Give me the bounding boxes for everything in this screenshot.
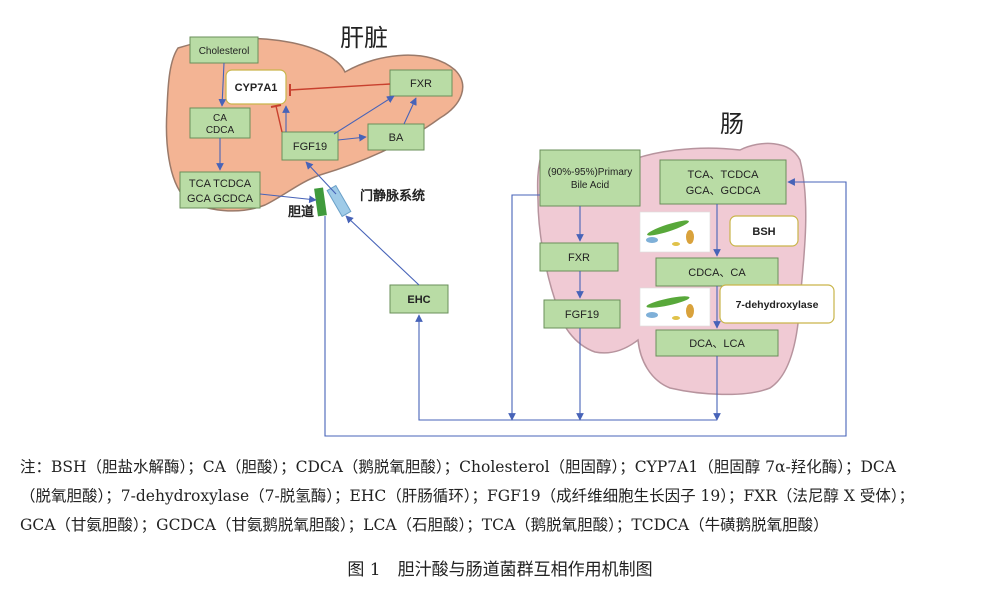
svg-text:TCA、TCDCA: TCA、TCDCA (688, 169, 760, 181)
svg-text:CDCA: CDCA (206, 125, 235, 136)
node-dehydroxylase: 7-dehydroxylase (719, 284, 835, 324)
line-return-to-ehc (415, 314, 717, 421)
node-ba: BA (367, 123, 425, 151)
node-ehc: EHC (389, 284, 449, 314)
liver-title: 肝脏 (340, 24, 388, 52)
svg-text:FGF19: FGF19 (565, 309, 599, 321)
svg-text:Bile Acid: Bile Acid (571, 180, 609, 191)
intestine-title: 肠 (720, 110, 744, 138)
bile-duct-label: 胆道 (288, 204, 314, 220)
svg-text:GCA、GCDCA: GCA、GCDCA (686, 185, 761, 197)
legend-line-2: （脱氧胆酸）；7-dehydroxylase（7-脱氢酶）；EHC（肝肠循环）；… (20, 487, 915, 505)
svg-text:(90%-95%)Primary: (90%-95%)Primary (548, 167, 632, 178)
inhibit-bar-2 (270, 104, 282, 108)
arrow-ehc-to-portal (345, 215, 420, 286)
arrow-chol-to-ca (218, 62, 227, 107)
svg-text:7-dehydroxylase: 7-dehydroxylase (736, 299, 819, 311)
node-primary-ba: (90%-95%)Primary Bile Acid (539, 149, 641, 207)
bacteria-image-2 (639, 287, 711, 327)
node-ca-cdca: CA CDCA (189, 107, 251, 139)
node-dca-lca: DCA、LCA (655, 329, 779, 357)
connectors (216, 62, 847, 437)
svg-text:BSH: BSH (752, 226, 775, 238)
portal-vein (326, 184, 352, 218)
svg-text:EHC: EHC (407, 294, 430, 306)
arrow-portal-to-fgf19 (305, 161, 337, 195)
line-bile-loop (324, 178, 847, 437)
node-cholesterol: Cholesterol (189, 36, 259, 64)
mechanism-diagram: 肝脏 肠 胆道 门静脉系统 Cholesterol CYP7A1 CA CDCA… (165, 24, 847, 437)
svg-text:GCA GCDCA: GCA GCDCA (187, 193, 254, 205)
legend-line-1: 注：BSH（胆盐水解酶）；CA（胆酸）；CDCA（鹅脱氧胆酸）；Choleste… (20, 458, 896, 476)
svg-text:CYP7A1: CYP7A1 (235, 82, 278, 94)
legend-notes: 注：BSH（胆盐水解酶）；CA（胆酸）；CDCA（鹅脱氧胆酸）；Choleste… (20, 453, 980, 540)
node-tca-group: TCA TCDCA GCA GCDCA (179, 171, 261, 209)
bile-duct (314, 187, 327, 217)
bacteria-image-1 (639, 211, 711, 253)
node-fxr-int: FXR (539, 242, 619, 272)
svg-text:FGF19: FGF19 (293, 141, 327, 153)
node-cyp7a1: CYP7A1 (225, 69, 287, 105)
node-cdca-ca: CDCA、CA (655, 257, 779, 287)
svg-text:BA: BA (389, 132, 404, 144)
svg-text:CDCA、CA: CDCA、CA (688, 267, 746, 279)
portal-label: 门静脉系统 (360, 188, 425, 204)
node-tca-intestine: TCA、TCDCA GCA、GCDCA (659, 159, 787, 205)
svg-text:Cholesterol: Cholesterol (199, 46, 250, 57)
svg-text:CA: CA (213, 113, 227, 124)
node-fgf19-liver: FGF19 (281, 131, 339, 161)
legend-line-3: GCA（甘氨胆酸）；GCDCA（甘氨鹅脱氧胆酸）；LCA（石胆酸）；TCA（鹅脱… (20, 516, 829, 534)
node-bsh: BSH (729, 215, 799, 247)
arrow-fgf19-to-fxr (333, 95, 395, 135)
inhibit-fgf19-cyp7a1 (275, 105, 283, 133)
arrow-tca-to-duct (259, 193, 317, 204)
arrow-fgf19-to-ba (337, 133, 367, 142)
inhibit-fxr-cyp7a1 (289, 83, 391, 91)
svg-text:DCA、LCA: DCA、LCA (689, 338, 745, 350)
figure-caption: 图 1 胆汁酸与肠道菌群互相作用机制图 (347, 560, 653, 580)
line-pba-down (508, 194, 540, 421)
node-fgf19-int: FGF19 (543, 299, 621, 329)
svg-text:FXR: FXR (568, 252, 590, 264)
arrow-ba-to-fxr (403, 97, 417, 125)
svg-text:FXR: FXR (410, 78, 432, 90)
svg-text:TCA TCDCA: TCA TCDCA (189, 178, 252, 190)
node-fxr-liver: FXR (389, 69, 453, 97)
